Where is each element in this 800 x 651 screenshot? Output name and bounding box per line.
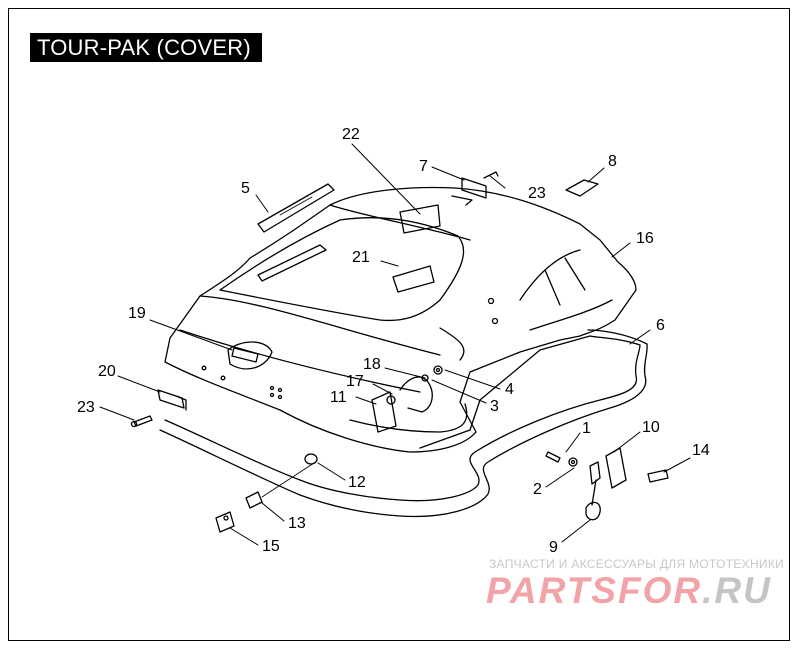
- callout-1: 1: [582, 420, 591, 437]
- callout-15: 15: [262, 538, 280, 555]
- callout-3: 3: [490, 398, 499, 415]
- callout-16: 16: [636, 230, 654, 247]
- callout-13: 13: [288, 515, 306, 532]
- leader-lines: [99, 143, 691, 546]
- diagram-frame: [8, 8, 790, 641]
- watermark-tagline: ЗАПЧАСТИ И АКСЕССУАРЫ ДЛЯ МОТОТЕХНИКИ: [489, 557, 785, 571]
- part-oring-12: [304, 453, 318, 465]
- part-plunger-13: [245, 462, 315, 509]
- watermark-logo: PARTSFOR.RU: [486, 570, 772, 612]
- callout-19: 19: [128, 305, 146, 322]
- part-emblem-5: [257, 183, 335, 233]
- callout-7: 7: [419, 158, 428, 175]
- part-bracket-20: [157, 389, 187, 411]
- part-latch-19: [201, 341, 283, 400]
- part-screw-23-left: [130, 415, 153, 428]
- callout-20: 20: [98, 363, 116, 380]
- callout-5: 5: [241, 180, 250, 197]
- part-hinge-assembly: [349, 365, 468, 433]
- callout-6: 6: [656, 317, 665, 334]
- diagram-title: TOUR-PAK (COVER): [30, 33, 262, 62]
- callout-2: 2: [533, 481, 542, 498]
- callout-23-top: 23: [528, 185, 546, 202]
- part-gasket-outline: [159, 329, 648, 518]
- callout-23-left: 23: [77, 399, 95, 416]
- part-pad-8: [565, 179, 599, 197]
- callout-14: 14: [692, 442, 710, 459]
- callout-11: 11: [330, 389, 347, 406]
- callout-4: 4: [505, 381, 514, 398]
- callout-18: 18: [363, 356, 381, 373]
- part-cover-body: [164, 186, 637, 453]
- callout-9: 9: [549, 539, 558, 556]
- part-clip-15: [215, 511, 235, 533]
- callout-22: 22: [342, 126, 360, 143]
- watermark-logo-tld: .RU: [702, 570, 772, 611]
- callout-21: 21: [352, 249, 370, 266]
- callout-10: 10: [642, 419, 660, 436]
- callout-8: 8: [608, 153, 617, 170]
- callout-labels: 22 7 23 8 5 16 21 19 6 18 20 17 4 3 11 2…: [77, 126, 710, 556]
- part-hinge-7: [451, 171, 499, 206]
- callout-17: 17: [346, 373, 364, 390]
- callout-12: 12: [348, 474, 366, 491]
- part-tether-set: [545, 447, 669, 521]
- watermark-logo-main: PARTSFOR: [486, 570, 703, 611]
